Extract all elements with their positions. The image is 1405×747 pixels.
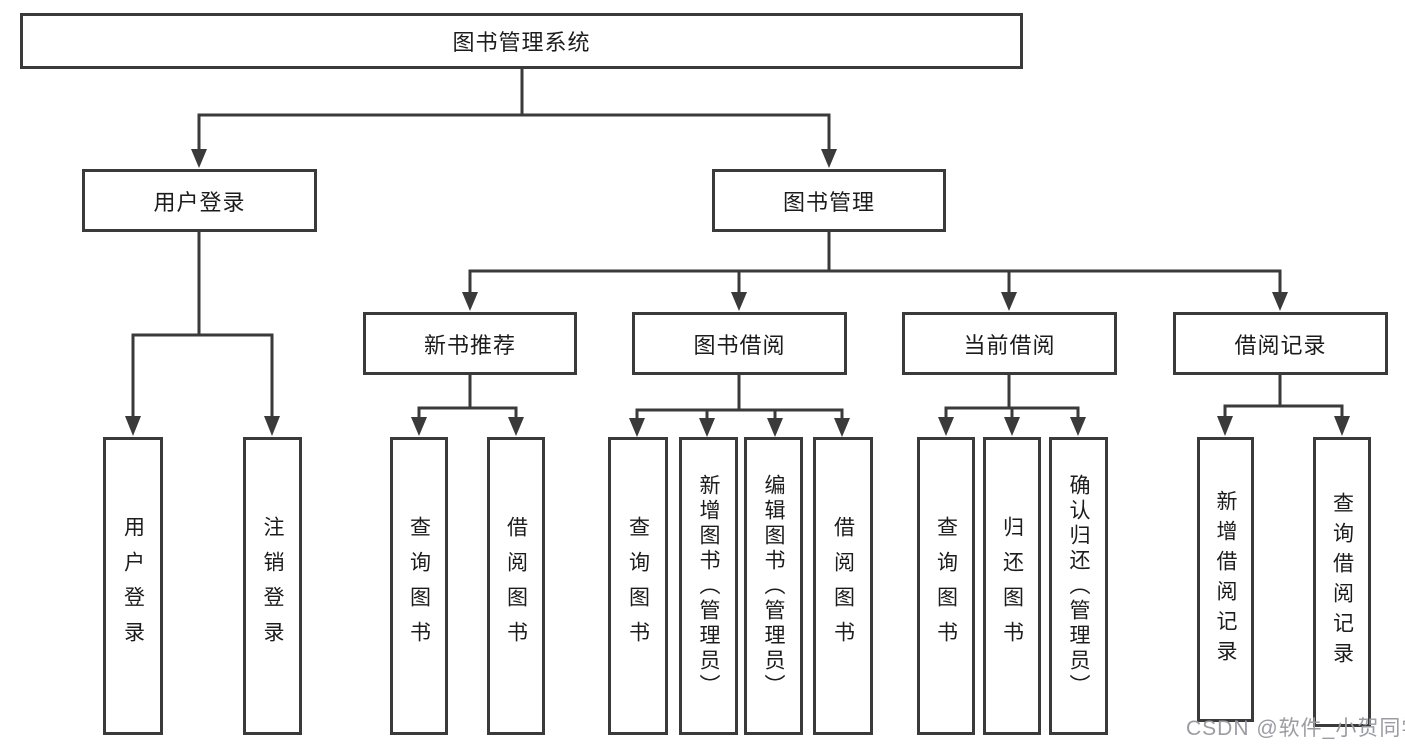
leaf-label: 查询借阅记录: [1330, 492, 1354, 672]
leaf-label: 编辑图书（管理员）: [762, 473, 785, 699]
leaf-query-borrow-record: 查询借阅记录: [1313, 437, 1371, 727]
node-book-management: 图书管理: [712, 169, 946, 232]
node-new-book-recommend: 新书推荐: [363, 312, 577, 375]
leaf-label: 归还图书: [1000, 516, 1024, 656]
leaf-label: 注销登录: [261, 516, 284, 656]
node-current-borrowing: 当前借阅: [902, 312, 1117, 375]
leaf-query-books-current: 查询图书: [917, 437, 975, 735]
leaf-label: 确认归还（管理员）: [1067, 473, 1090, 699]
node-user-login: 用户登录: [82, 169, 317, 232]
leaf-label: 查询图书: [626, 516, 650, 656]
leaf-return-books: 归还图书: [983, 437, 1041, 735]
leaf-logout: 注销登录: [243, 437, 302, 735]
leaf-borrow-books-recommend: 借阅图书: [487, 437, 545, 735]
leaf-label: 查询图书: [407, 516, 431, 656]
leaf-label: 新增借阅记录: [1214, 489, 1237, 670]
node-root: 图书管理系统: [20, 13, 1023, 69]
leaf-borrow-books: 借阅图书: [813, 437, 873, 735]
leaf-user-login: 用户登录: [103, 437, 163, 735]
csdn-watermark: CSDN @软件_小贺同学: [1186, 717, 1405, 740]
node-book-borrowing: 图书借阅: [632, 312, 847, 375]
leaf-edit-book-admin: 编辑图书（管理员）: [744, 437, 803, 735]
leaf-label: 借阅图书: [831, 516, 855, 656]
leaf-label: 借阅图书: [504, 516, 528, 656]
node-borrowing-records: 借阅记录: [1173, 312, 1388, 375]
leaf-query-books-recommend: 查询图书: [390, 437, 448, 735]
leaf-query-books-borrow: 查询图书: [608, 437, 668, 735]
leaf-add-borrow-record: 新增借阅记录: [1197, 437, 1254, 722]
leaf-add-book-admin: 新增图书（管理员）: [679, 437, 738, 735]
leaf-label: 查询图书: [934, 516, 958, 656]
leaf-label: 用户登录: [121, 516, 145, 656]
leaf-confirm-return-admin: 确认归还（管理员）: [1049, 437, 1108, 735]
leaf-label: 新增图书（管理员）: [697, 473, 720, 699]
